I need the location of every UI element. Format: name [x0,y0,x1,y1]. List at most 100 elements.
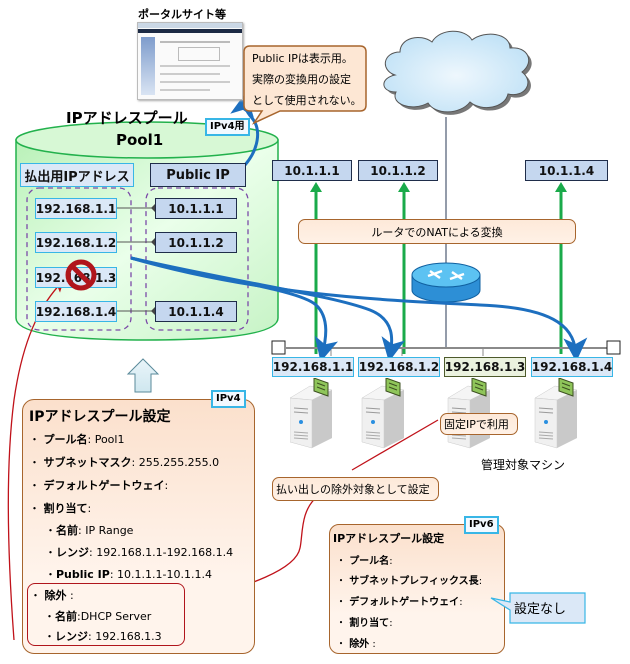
item-value: : 192.168.1.3 [88,630,162,643]
item-key: サブネットプレフィックス長 [349,576,479,587]
item-value: : [389,556,393,567]
item-value: :DHCP Server [77,610,152,623]
bus-terminator-left [271,340,286,355]
public-ip-header: Public IP [150,163,246,187]
ipv4-settings-panel: IPアドレスプール設定 ・ プール名: Pool1 ・ サブネットマスク: 25… [22,399,255,654]
ipv4-assign-name: ・名前: IP Range [45,524,134,537]
pool-public-ip-2[interactable]: 10.1.1.2 [155,232,237,253]
nat-label: ルータでのNATによる変換 [298,219,576,244]
machines-label: 管理対象マシン [481,458,566,472]
item-key: レンジ [56,546,89,559]
router-icon [411,262,481,303]
ipv6-item-assignment: ・ 割り当て: [336,618,393,629]
item-key: レンジ [55,630,88,643]
item-key: 名前 [56,524,78,537]
ipv6-settings-panel: IPアドレスプール設定 ・ プール名: ・ サブネットプレフィックス長: ・ デ… [329,524,505,654]
item-key: Public IP [56,568,110,581]
ipv6-settings-title: IPアドレスプール設定 [333,532,445,545]
fixed-ip-note-text: 固定IPで利用 [444,418,509,431]
portal-thumbnail[interactable] [137,22,243,100]
ipv6-item-pool-name: ・ プール名: [336,556,393,567]
bus-terminator-right [606,340,621,355]
portal-label: ポータルサイト等 [138,8,226,21]
item-key: 割り当て [349,618,390,629]
ipv6-item-prefix-length: ・ サブネットプレフィックス長: [336,576,483,587]
pool-public-ip-4[interactable]: 10.1.1.4 [155,301,237,322]
assign-arrow-4 [130,256,588,362]
item-value: : [389,618,393,629]
item-value: : [369,639,376,650]
item-key: デフォルトゲートウェイ [349,597,460,608]
item-value: : [66,589,74,602]
ipv4-assign-range: ・レンジ: 192.168.1.1-192.168.1.4 [45,546,234,559]
item-key: デフォルトゲートウェイ [43,479,165,492]
ipv4-item-assignment: ・ 割り当て: [29,502,92,515]
exclusion-note: 払い出しの除外対象として設定 [272,477,439,501]
note-line-2: 実際の変換用の設定 [252,73,351,86]
machine-ip-1[interactable]: 192.168.1.1 [272,357,354,377]
pool-name: Pool1 [116,131,164,149]
note-line-3: として使用されない。 [252,94,362,107]
item-key: プール名 [43,433,88,446]
no-setting-callout-shape [490,592,586,624]
pool-public-ip-1[interactable]: 10.1.1.1 [155,198,237,219]
item-key: プール名 [349,556,390,567]
ipv6-item-exclusion: ・ 除外 : [336,639,376,650]
pool-private-ip-2[interactable]: 192.168.1.2 [35,232,117,253]
callout-shape [243,45,367,125]
ipv4-item-subnet-mask: ・ サブネットマスク: 255.255.255.0 [29,456,220,469]
no-setting-note: 設定なし [514,602,567,617]
nat-target-ip-1[interactable]: 10.1.1.1 [272,160,352,181]
item-value: : Pool1 [87,433,125,446]
item-value: : IP Range [78,524,134,537]
ipv4-exclusion-group: ・ 除外 : ・名前:DHCP Server ・レンジ: 192.168.1.3 [27,583,185,646]
ipv4-exclusion-name: ・名前:DHCP Server [44,610,152,623]
portal-header-bar [138,29,242,33]
server-icon [290,378,333,449]
nat-label-text: ルータでのNATによる変換 [371,225,503,239]
item-key: サブネットマスク [43,456,132,469]
machine-ip-4[interactable]: 192.168.1.4 [531,357,613,377]
item-value: : [87,502,92,515]
ipv4-item-pool-name: ・ プール名: Pool1 [29,433,125,446]
fixed-ip-connector [351,419,439,471]
machine-ip-3[interactable]: 192.168.1.3 [444,357,526,377]
ipv4-item-gateway: ・ デフォルトゲートウェイ: [29,479,169,492]
portal-tree [141,37,155,95]
item-key: 除外 [44,589,67,602]
managed-machines [290,378,578,449]
fixed-ip-note: 固定IPで利用 [440,413,518,435]
item-value: : [478,576,483,587]
item-key: 割り当て [43,502,88,515]
ipv6-settings-tag: IPv6 [464,516,499,534]
assign-arrow-2 [130,256,406,362]
item-key: 除外 [349,639,370,650]
ipv4-exclusion-header: ・ 除外 : [30,589,74,602]
item-value: : [164,479,169,492]
item-value: : 255.255.255.0 [131,456,220,469]
ipv4-assign-public-ip: ・Public IP: 10.1.1.1-10.1.1.4 [45,568,212,581]
nat-target-ip-2[interactable]: 10.1.1.2 [358,160,438,181]
pool-private-ip-1[interactable]: 192.168.1.1 [35,198,117,219]
nat-target-ip-4[interactable]: 10.1.1.4 [525,160,608,181]
pool-private-ip-4[interactable]: 192.168.1.4 [35,301,117,322]
machine-ip-2[interactable]: 192.168.1.2 [358,357,440,377]
public-ip-note: Public IPは表示用。 実際の変換用の設定 として使用されない。 [243,45,370,125]
config-to-pool-arrow [126,358,160,393]
private-ip-header: 払出用IPアドレス [20,163,134,187]
item-key: 名前 [55,610,77,623]
portal-toolbar [138,23,242,28]
pool-section-title: IPアドレスプール [66,109,188,127]
exclusion-note-text: 払い出しの除外対象として設定 [276,483,430,496]
note-line-1: Public IPは表示用。 [252,52,353,65]
item-value: : [459,597,463,608]
ipv4-settings-tag: IPv4 [211,390,246,408]
ipv4-exclusion-range: ・レンジ: 192.168.1.3 [44,630,162,643]
prohibited-icon [65,259,97,291]
item-value: : 10.1.1.1-10.1.1.4 [109,568,212,581]
cloud-icon [383,30,532,115]
item-value: : 192.168.1.1-192.168.1.4 [89,546,234,559]
ipv6-item-gateway: ・ デフォルトゲートウェイ: [336,597,463,608]
ipv4-settings-title: IPアドレスプール設定 [29,409,171,425]
ipv4-pool-tag: IPv4用 [205,118,250,136]
